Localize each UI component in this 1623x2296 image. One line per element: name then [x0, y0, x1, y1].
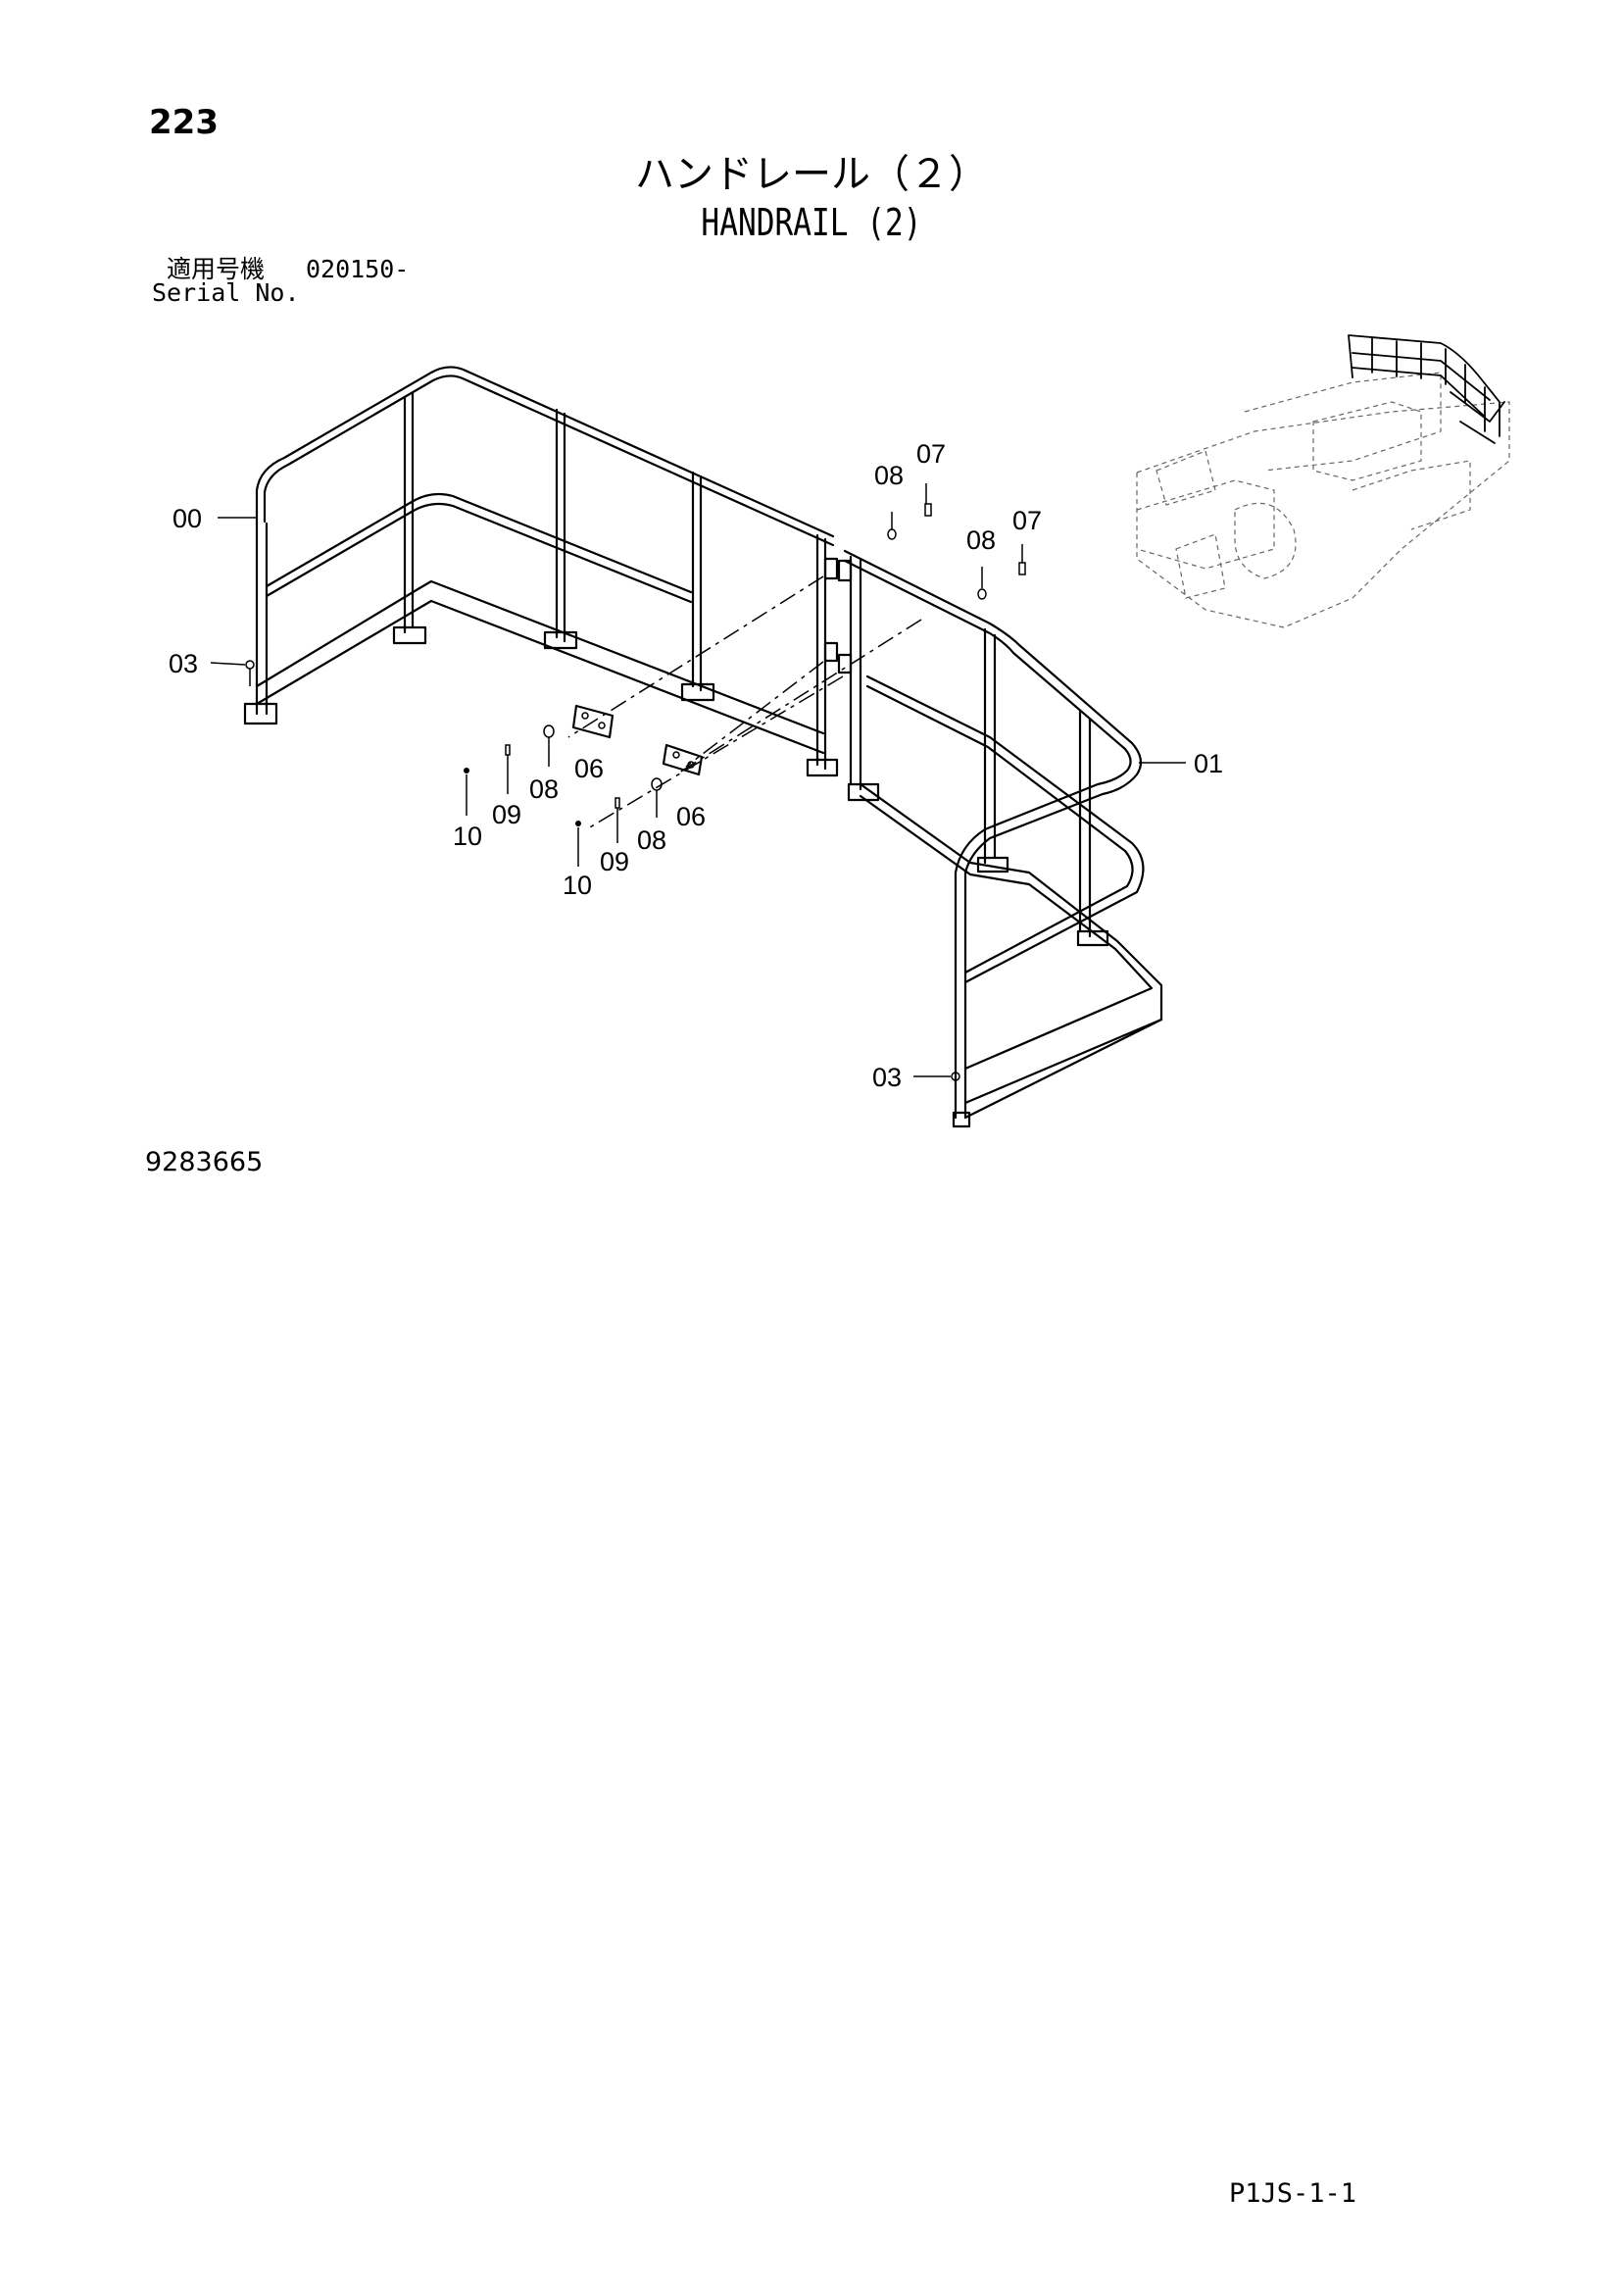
plate-06-lower [662, 743, 704, 776]
handrail-left-assembly [243, 366, 839, 777]
callout-09-right: 09 [600, 847, 629, 876]
location-inset-machine [1136, 334, 1510, 628]
handrail-right-assembly [837, 549, 1163, 1128]
assembly-line-upper-bolt [675, 619, 922, 775]
plate-06-upper [571, 704, 615, 739]
drawing-number: 9283665 [145, 1147, 264, 1177]
serial-label-japanese: 適用号機 [167, 255, 266, 283]
callout-07-upper: 07 [916, 439, 946, 469]
callout-08-upper: 08 [874, 461, 904, 490]
leader-lines [210, 483, 1186, 1077]
callout-labels: 00 01 03 03 06 06 07 07 08 08 08 08 09 0… [169, 439, 1223, 1092]
callout-10-left: 10 [453, 822, 482, 851]
serial-label-english: Serial No. [152, 278, 300, 307]
callout-00: 00 [172, 504, 202, 533]
callout-06-lower: 06 [676, 802, 706, 831]
callout-09-left: 09 [492, 800, 521, 829]
callout-08-mid: 08 [966, 525, 996, 555]
page-code: P1JS-1-1 [1229, 2178, 1357, 2209]
callout-08-lower-left: 08 [529, 774, 559, 804]
callout-08-lower-right: 08 [637, 825, 666, 855]
callout-07-lower: 07 [1012, 506, 1042, 535]
callout-06-upper: 06 [574, 754, 604, 783]
serial-value: 020150- [306, 255, 410, 283]
assembly-line-lower-plate [685, 661, 824, 768]
callout-10-right: 10 [563, 871, 592, 900]
page-number: 223 [149, 103, 219, 142]
callout-03-left: 03 [169, 649, 198, 678]
assembly-line-lower [587, 675, 844, 829]
title-english: HANDRAIL (2) [701, 201, 922, 244]
title-japanese: ハンドレール（２） [635, 152, 988, 197]
assembly-line-upper-plate [567, 575, 824, 738]
callout-03-right: 03 [872, 1063, 902, 1092]
callout-01: 01 [1194, 749, 1223, 778]
fasteners [245, 503, 1026, 1103]
